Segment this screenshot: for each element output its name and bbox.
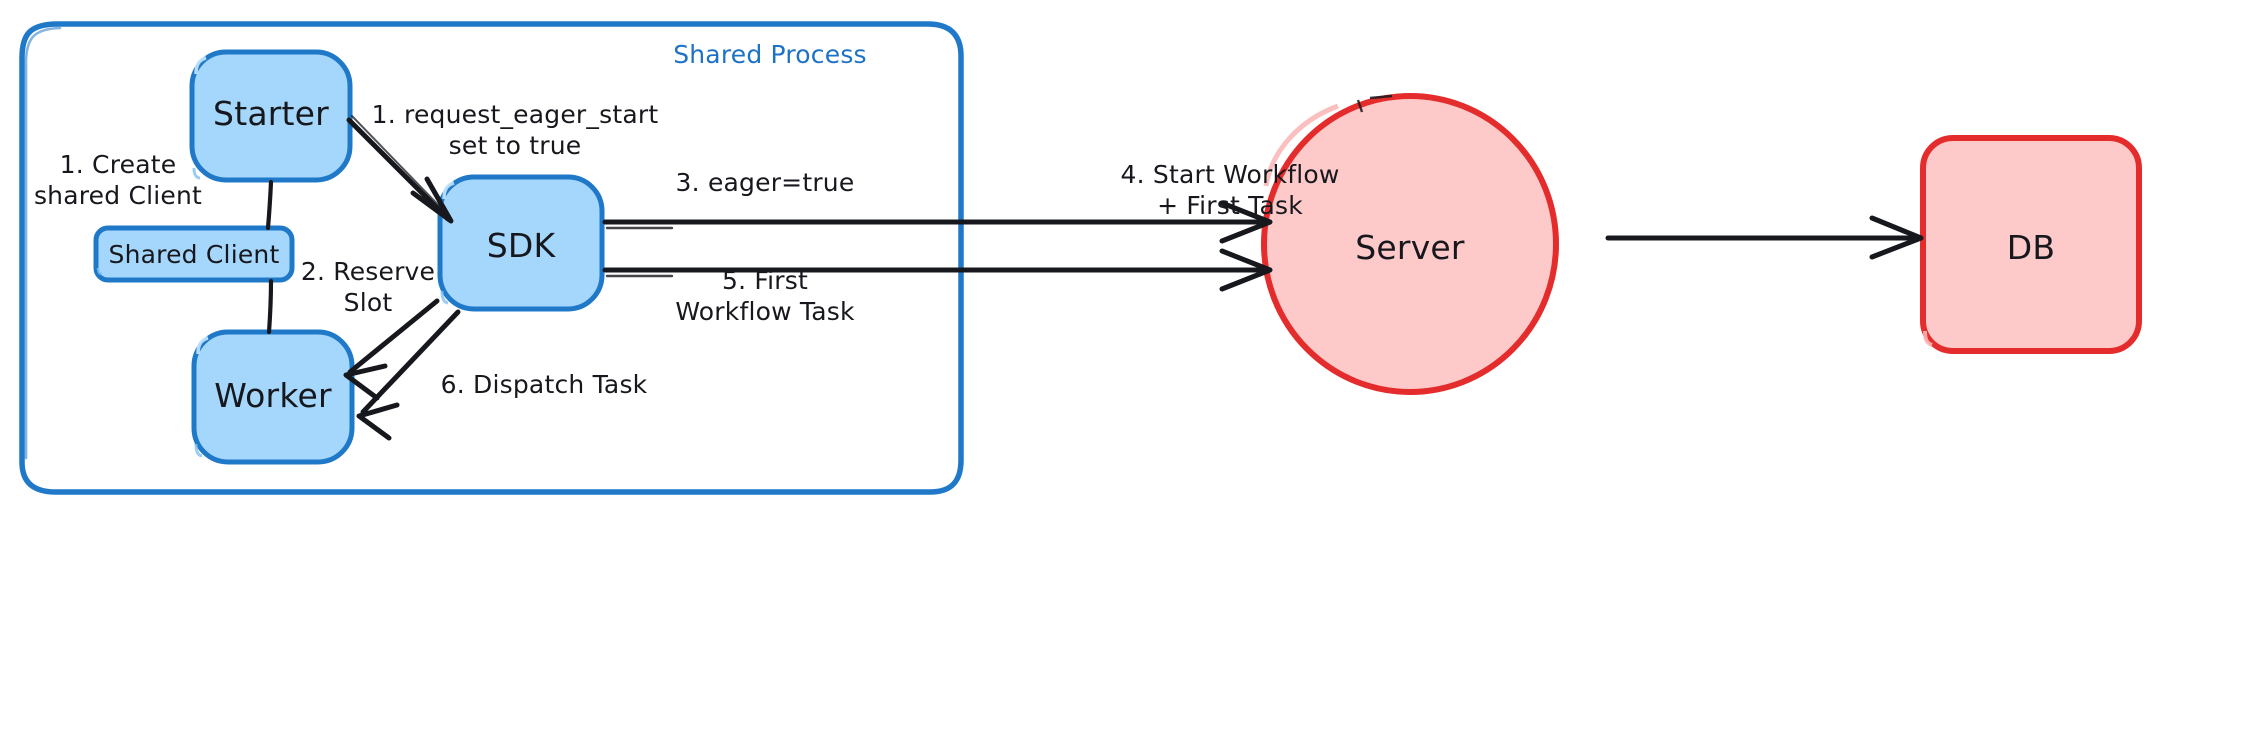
node-label-shared-client: Shared Client <box>108 240 280 269</box>
node-hit-starter[interactable] <box>192 52 350 180</box>
node-hit-shared-client[interactable] <box>96 228 292 280</box>
node-hit-server[interactable] <box>1264 96 1556 392</box>
edge-label-first-workflow-task: 5. First Workflow Task <box>675 266 855 326</box>
edge-start-workflow-db[interactable] <box>1605 215 1924 260</box>
edge-label-dispatch-task: 6. Dispatch Task <box>440 370 648 399</box>
node-label-worker: Worker <box>214 376 332 415</box>
node-hit-db[interactable] <box>1923 138 2139 351</box>
edge-label-reserve-slot: 2. Reserve Slot <box>300 257 436 317</box>
node-label-starter: Starter <box>213 94 329 133</box>
node-hit-sdk[interactable] <box>440 177 602 309</box>
edge-label-create-shared-client: 1. Create shared Client <box>33 150 203 210</box>
node-hit-worker[interactable] <box>194 332 352 462</box>
edge-label-start-workflow-db: 4. Start Workflow + First Task <box>1120 160 1340 220</box>
edge-label-request-eager-start: 1. request_eager_start set to true <box>371 100 659 160</box>
node-label-sdk: SDK <box>486 226 556 265</box>
shared-process-title: Shared Process <box>673 40 867 69</box>
node-label-server: Server <box>1355 228 1465 267</box>
node-label-db: DB <box>2006 228 2056 267</box>
edge-label-eager-true: 3. eager=true <box>675 168 855 197</box>
